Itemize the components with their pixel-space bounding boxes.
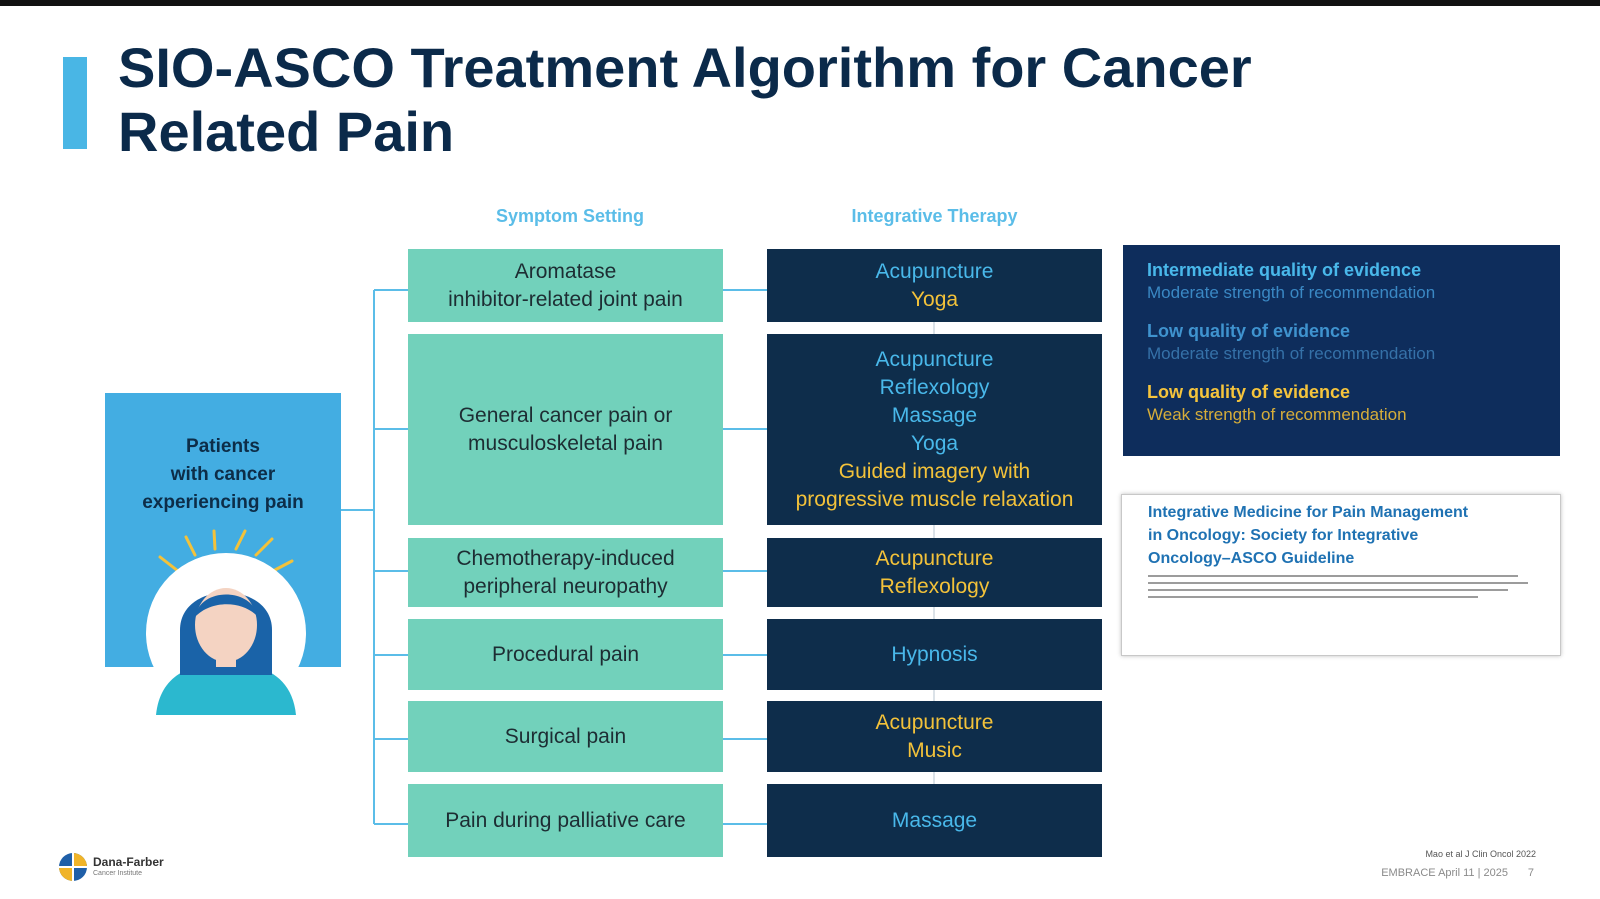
symptom-line: musculoskeletal pain	[468, 431, 663, 455]
legend-quality: Low quality of evidence	[1147, 382, 1351, 402]
therapy-yoga: Yoga	[910, 287, 959, 311]
therapy-music: Music	[907, 738, 962, 762]
legend-quality: Intermediate quality of evidence	[1147, 260, 1422, 280]
footer-citation: Mao et al J Clin Oncol 2022	[1425, 849, 1536, 859]
therapy-box-procedural: Hypnosis	[767, 619, 1102, 690]
legend-strength: Weak strength of recommendation	[1147, 405, 1407, 424]
legend-strength: Moderate strength of recommendation	[1147, 283, 1436, 302]
symptom-line: Pain during palliative care	[445, 808, 686, 832]
legend-strength: Moderate strength of recommendation	[1147, 344, 1436, 363]
reference-title-line: Integrative Medicine for Pain Management	[1148, 504, 1469, 521]
symptom-box-general-pain: General cancer pain or musculoskeletal p…	[408, 334, 723, 525]
therapy-massage: Massage	[891, 808, 978, 832]
symptom-line: Aromatase	[514, 259, 617, 283]
dana-farber-logo-text: Dana-Farber Cancer Institute	[93, 856, 164, 878]
footer-page-number: 7	[1527, 867, 1534, 879]
title-accent-bar	[63, 57, 87, 149]
therapy-reflexology: Reflexology	[879, 574, 990, 598]
symptom-line: Surgical pain	[504, 724, 627, 748]
shirt-shape	[156, 663, 296, 715]
patient-label-line-3: experiencing pain	[142, 492, 304, 513]
therapy-hypnosis: Hypnosis	[891, 642, 978, 666]
symptom-box-palliative: Pain during palliative care	[408, 784, 723, 857]
author-line-graphic	[1148, 582, 1528, 584]
author-line-graphic	[1148, 596, 1478, 598]
therapy-box-general-pain: Acupuncture Reflexology Massage Yoga Gui…	[767, 334, 1102, 525]
pain-rays-icon	[158, 529, 294, 573]
legend-item-intermediate: Intermediate quality of evidence Moderat…	[1147, 259, 1536, 304]
symptom-box-aromatase: Aromatase inhibitor-related joint pain	[408, 249, 723, 322]
journal-side-label	[1117, 525, 1128, 528]
therapy-yoga: Yoga	[910, 431, 959, 455]
column-header-integrative-therapy: Integrative Therapy	[851, 206, 1018, 226]
legend-item-low: Low quality of evidence Moderate strengt…	[1147, 320, 1536, 365]
slide-title: SIO-ASCO Treatment Algorithm for Cancer …	[118, 36, 1252, 163]
symptom-line: peripheral neuropathy	[463, 574, 668, 598]
symptom-line: General cancer pain or	[458, 403, 673, 427]
patient-illustration	[146, 529, 306, 715]
footer-slide-info: EMBRACE April 11 | 2025	[1381, 867, 1508, 879]
dana-farber-logo-icon	[59, 853, 87, 881]
guideline-reference-card: Integrative Medicine for Pain Management…	[1121, 494, 1561, 656]
legend-quality: Low quality of evidence	[1147, 321, 1351, 341]
symptom-box-surgical: Surgical pain	[408, 701, 723, 772]
patient-label-line-2: with cancer	[170, 464, 276, 485]
author-line-graphic	[1148, 589, 1508, 591]
reference-title-line: in Oncology: Society for Integrative	[1148, 527, 1419, 544]
patient-label-line-1: Patients	[186, 436, 260, 457]
therapy-box-aromatase: Acupuncture Yoga	[767, 249, 1102, 322]
therapy-box-surgical: Acupuncture Music	[767, 701, 1102, 772]
reference-author-lines	[1148, 575, 1528, 603]
therapy-box-palliative: Massage	[767, 784, 1102, 857]
symptom-line: inhibitor-related joint pain	[448, 287, 683, 311]
symptom-line: Procedural pain	[491, 642, 640, 666]
top-edge-strip	[0, 0, 1600, 6]
symptom-box-neuropathy: Chemotherapy-induced peripheral neuropat…	[408, 538, 723, 607]
author-line-graphic	[1148, 575, 1518, 577]
therapy-acupuncture: Acupuncture	[875, 546, 994, 570]
legend-item-weak: Low quality of evidence Weak strength of…	[1147, 381, 1536, 426]
evidence-legend: Intermediate quality of evidence Moderat…	[1123, 245, 1560, 456]
logo-name: Dana-Farber	[93, 855, 164, 869]
logo-subtitle: Cancer Institute	[93, 870, 143, 877]
reference-title: Integrative Medicine for Pain Management…	[1148, 501, 1488, 570]
therapy-guided-imagery: Guided imagery with	[838, 459, 1031, 483]
therapy-massage: Massage	[891, 403, 978, 427]
therapy-box-neuropathy: Acupuncture Reflexology	[767, 538, 1102, 607]
symptom-box-procedural: Procedural pain	[408, 619, 723, 690]
reference-title-line: Oncology–ASCO Guideline	[1148, 550, 1355, 567]
therapy-muscle-relaxation: progressive muscle relaxation	[795, 487, 1074, 511]
therapy-acupuncture: Acupuncture	[875, 710, 994, 734]
column-header-symptom-setting: Symptom Setting	[495, 206, 644, 226]
therapy-acupuncture: Acupuncture	[875, 259, 994, 283]
symptom-line: Chemotherapy-induced	[456, 546, 675, 570]
therapy-acupuncture: Acupuncture	[875, 347, 994, 371]
therapy-reflexology: Reflexology	[879, 375, 990, 399]
fringe-shape	[195, 594, 258, 617]
